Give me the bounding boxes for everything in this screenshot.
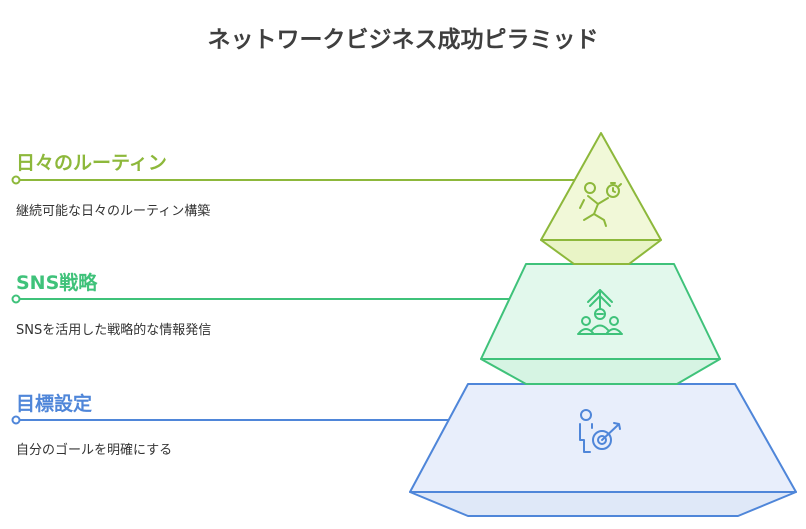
connector-sns xyxy=(11,294,514,304)
connector-goal xyxy=(11,415,454,425)
people-network-growth-icon xyxy=(577,289,623,335)
pyramid-tier-routine xyxy=(540,132,662,265)
tier-heading-sns: SNS戦略 xyxy=(16,272,98,294)
pyramid-tier-sns xyxy=(480,263,721,385)
connector-routine xyxy=(11,175,574,185)
tier-heading-goal: 目標設定 xyxy=(16,393,93,415)
tier-heading-routine: 日々のルーティン xyxy=(16,152,167,174)
person-target-icon xyxy=(579,409,621,453)
page-title: ネットワークビジネス成功ピラミッド xyxy=(207,27,599,53)
tier-description-routine: 継続可能な日々のルーティン構築 xyxy=(16,204,211,219)
tier-description-goal: 自分のゴールを明確にする xyxy=(16,443,173,458)
tier-description-sns: SNSを活用した戦略的な情報発信 xyxy=(16,323,212,338)
pyramid-tier-goal xyxy=(409,383,797,517)
running-person-stopwatch-icon xyxy=(579,182,622,227)
